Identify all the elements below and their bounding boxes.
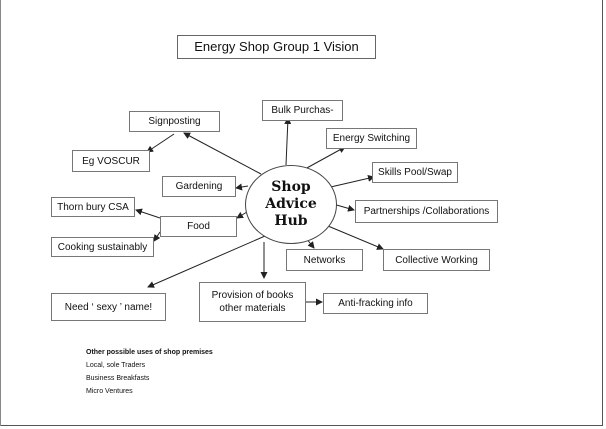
other-uses-heading: Other possible uses of shop premises xyxy=(86,349,213,356)
hub-node: Shop Advice Hub xyxy=(245,165,337,244)
line-to-collective xyxy=(327,225,384,250)
node-bulk-purchase: Bulk Purchas- xyxy=(262,100,343,121)
node-partnerships: Partnerships /Collaborations xyxy=(355,200,498,223)
line-to-bulk xyxy=(284,117,292,166)
line-to-cooking xyxy=(153,231,161,242)
line-to-eg-voscur xyxy=(146,133,175,153)
node-cooking-sustainably: Cooking sustainably xyxy=(51,237,154,257)
line-to-sexy-name xyxy=(147,235,266,288)
node-anti-fracking: Anti-fracking info xyxy=(323,293,428,314)
diagram-title: Energy Shop Group 1 Vision xyxy=(177,35,376,59)
other-uses-item: Business Breakfasts xyxy=(86,375,150,382)
node-energy-switching: Energy Switching xyxy=(326,128,417,149)
line-to-signposting xyxy=(183,132,262,175)
node-collective-working: Collective Working xyxy=(383,249,490,271)
node-thornbury-csa: Thorn bury CSA xyxy=(51,197,135,217)
node-eg-voscur: Eg VOSCUR xyxy=(72,150,150,172)
line-to-energy-switching xyxy=(304,146,346,170)
node-skills-pool: Skills Pool/Swap xyxy=(372,162,458,183)
node-networks: Networks xyxy=(286,249,363,271)
line-to-thornbury xyxy=(135,208,161,219)
node-signposting: Signposting xyxy=(129,111,220,132)
line-to-gardening xyxy=(235,183,249,191)
node-food: Food xyxy=(160,216,237,237)
node-gardening: Gardening xyxy=(162,176,236,197)
other-uses-item: Micro Ventures xyxy=(86,388,133,395)
other-uses-item: Local, sole Traders xyxy=(86,362,146,369)
other-uses-list: Other possible uses of shop premises Loc… xyxy=(86,346,213,398)
node-provision-of-books: Provision of books other materials xyxy=(199,282,306,322)
node-sexy-name: Need ‘ sexy ’ name! xyxy=(51,293,166,321)
